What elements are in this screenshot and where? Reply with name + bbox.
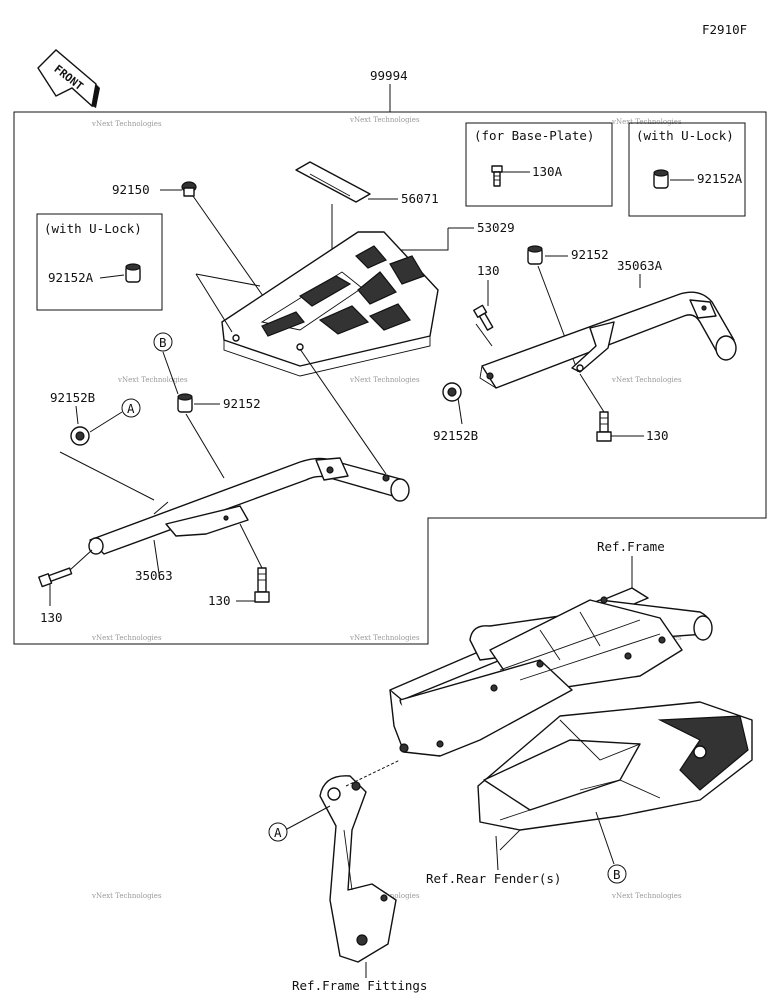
watermark: vNext Technologies: [91, 634, 162, 642]
collar-icon: [177, 393, 193, 413]
marker-text: A: [274, 825, 282, 840]
figure-code: F2910F: [702, 22, 747, 37]
note-box-u-lock-left: (with U-Lock) 92152A: [36, 213, 163, 311]
watermark: vNext Technologies: [349, 116, 420, 124]
watermark: vNext Technologies: [611, 376, 682, 384]
ref-frame-label: Ref.Frame: [597, 539, 665, 554]
ref-rear-fender-label: Ref.Rear Fender(s): [426, 871, 561, 886]
marker-b-upper: B: [153, 332, 173, 352]
callout-92152b-left: 92152B: [50, 390, 95, 405]
callout-92150: 92150: [112, 182, 150, 197]
hex-bolt-icon: [181, 181, 197, 197]
marker-b-lower: B: [607, 864, 627, 884]
collar-icon: [125, 263, 141, 283]
ref-frame-fittings-label: Ref.Frame Fittings: [292, 978, 427, 993]
watermark: vNext Technologies: [611, 118, 682, 126]
bolt-icon: [596, 411, 612, 442]
callout-130-left-lower: 130: [208, 593, 231, 608]
rear-frame: [389, 587, 713, 757]
collar-icon: [653, 169, 669, 189]
callout-99994: 99994: [370, 68, 408, 83]
bolt-icon: [473, 304, 494, 331]
rear-fender: [477, 701, 753, 851]
callout-53029: 53029: [477, 220, 515, 235]
watermark: vNext Technologies: [91, 120, 162, 128]
assembly-boundary: [13, 111, 767, 645]
callout-130-right-lower: 130: [646, 428, 669, 443]
bolt-icon: [38, 567, 73, 588]
reflector-plate: [295, 161, 371, 203]
callout-92152-right: 92152: [571, 247, 609, 262]
callout-130-left-front: 130: [40, 610, 63, 625]
note-text: (for Base-Plate): [474, 128, 594, 143]
collar-b-icon: [70, 426, 90, 446]
watermark: vNext Technologies: [91, 892, 162, 900]
collar-b-icon: [442, 382, 462, 402]
watermark: vNext Technologies: [117, 376, 188, 384]
front-arrow-icon: FRONT: [37, 49, 100, 108]
note-text: (with U-Lock): [44, 221, 142, 236]
watermark: vNext Technologies: [349, 376, 420, 384]
leader-line: [400, 228, 449, 251]
note-box-base-plate: (for Base-Plate) 130A: [465, 122, 613, 207]
marker-text: B: [159, 335, 167, 350]
marker-a-upper: A: [121, 398, 141, 418]
callout-92152b-right: 92152B: [433, 428, 478, 443]
note-text: (with U-Lock): [636, 128, 734, 143]
callout-35063: 35063: [135, 568, 173, 583]
bolt-icon: [491, 165, 503, 187]
callout-92152a-right: 92152A: [697, 171, 743, 186]
note-box-u-lock-right: (with U-Lock) 92152A: [628, 122, 746, 217]
callout-56071: 56071: [401, 191, 439, 206]
marker-text: A: [127, 401, 135, 416]
marker-a-lower: A: [268, 822, 288, 842]
watermark: vNext Technologies: [349, 634, 420, 642]
collar-icon: [527, 245, 543, 265]
callout-130-right-upper: 130: [477, 263, 500, 278]
callout-92152a: 92152A: [48, 270, 94, 285]
bolt-icon: [254, 567, 270, 603]
callout-92152-left: 92152: [223, 396, 261, 411]
callout-35063a: 35063A: [617, 258, 663, 273]
marker-text: B: [613, 867, 621, 882]
watermark: vNext Technologies: [611, 892, 682, 900]
callout-130a: 130A: [532, 164, 563, 179]
right-side-bar: [479, 291, 737, 389]
carrier-rack: [221, 231, 439, 377]
frame-fittings: [319, 775, 397, 963]
left-side-bar: [88, 457, 410, 555]
